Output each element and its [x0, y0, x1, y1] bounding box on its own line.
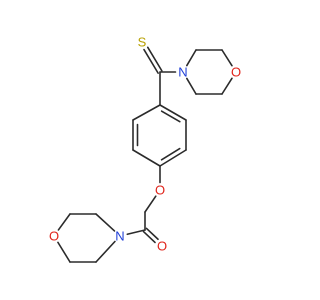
- atom-o-label: O: [155, 183, 165, 198]
- single-bond: [221, 77, 233, 95]
- single-bond: [144, 195, 157, 213]
- double-bond: [142, 230, 156, 244]
- single-bond: [57, 213, 71, 231]
- atom-n-label: N: [178, 65, 187, 80]
- single-bond: [57, 241, 71, 263]
- double-bond: [159, 104, 187, 121]
- bonds-layer: [57, 46, 233, 263]
- single-bond: [186, 49, 197, 67]
- atom-o-label: O: [157, 239, 167, 254]
- single-bond: [132, 149, 161, 167]
- single-bond: [95, 213, 116, 232]
- single-bond: [132, 104, 161, 121]
- atom-s-label: S: [138, 35, 147, 50]
- double-bond: [143, 48, 159, 74]
- atom-labels-layer: S N O O O N O: [49, 35, 241, 254]
- atom-o-label: O: [231, 65, 241, 80]
- double-bond-inner: [160, 147, 181, 161]
- double-bond: [159, 149, 187, 167]
- double-bond: [146, 46, 163, 72]
- atom-n-label: N: [115, 229, 124, 244]
- double-bond-inner: [160, 110, 181, 123]
- molecule-structure: S N O O O N O: [49, 35, 241, 263]
- single-bond: [186, 77, 197, 95]
- single-bond: [95, 240, 116, 263]
- double-bond: [145, 227, 159, 241]
- atom-o-label: O: [49, 229, 59, 244]
- single-bond: [126, 229, 146, 236]
- single-bond: [221, 49, 233, 67]
